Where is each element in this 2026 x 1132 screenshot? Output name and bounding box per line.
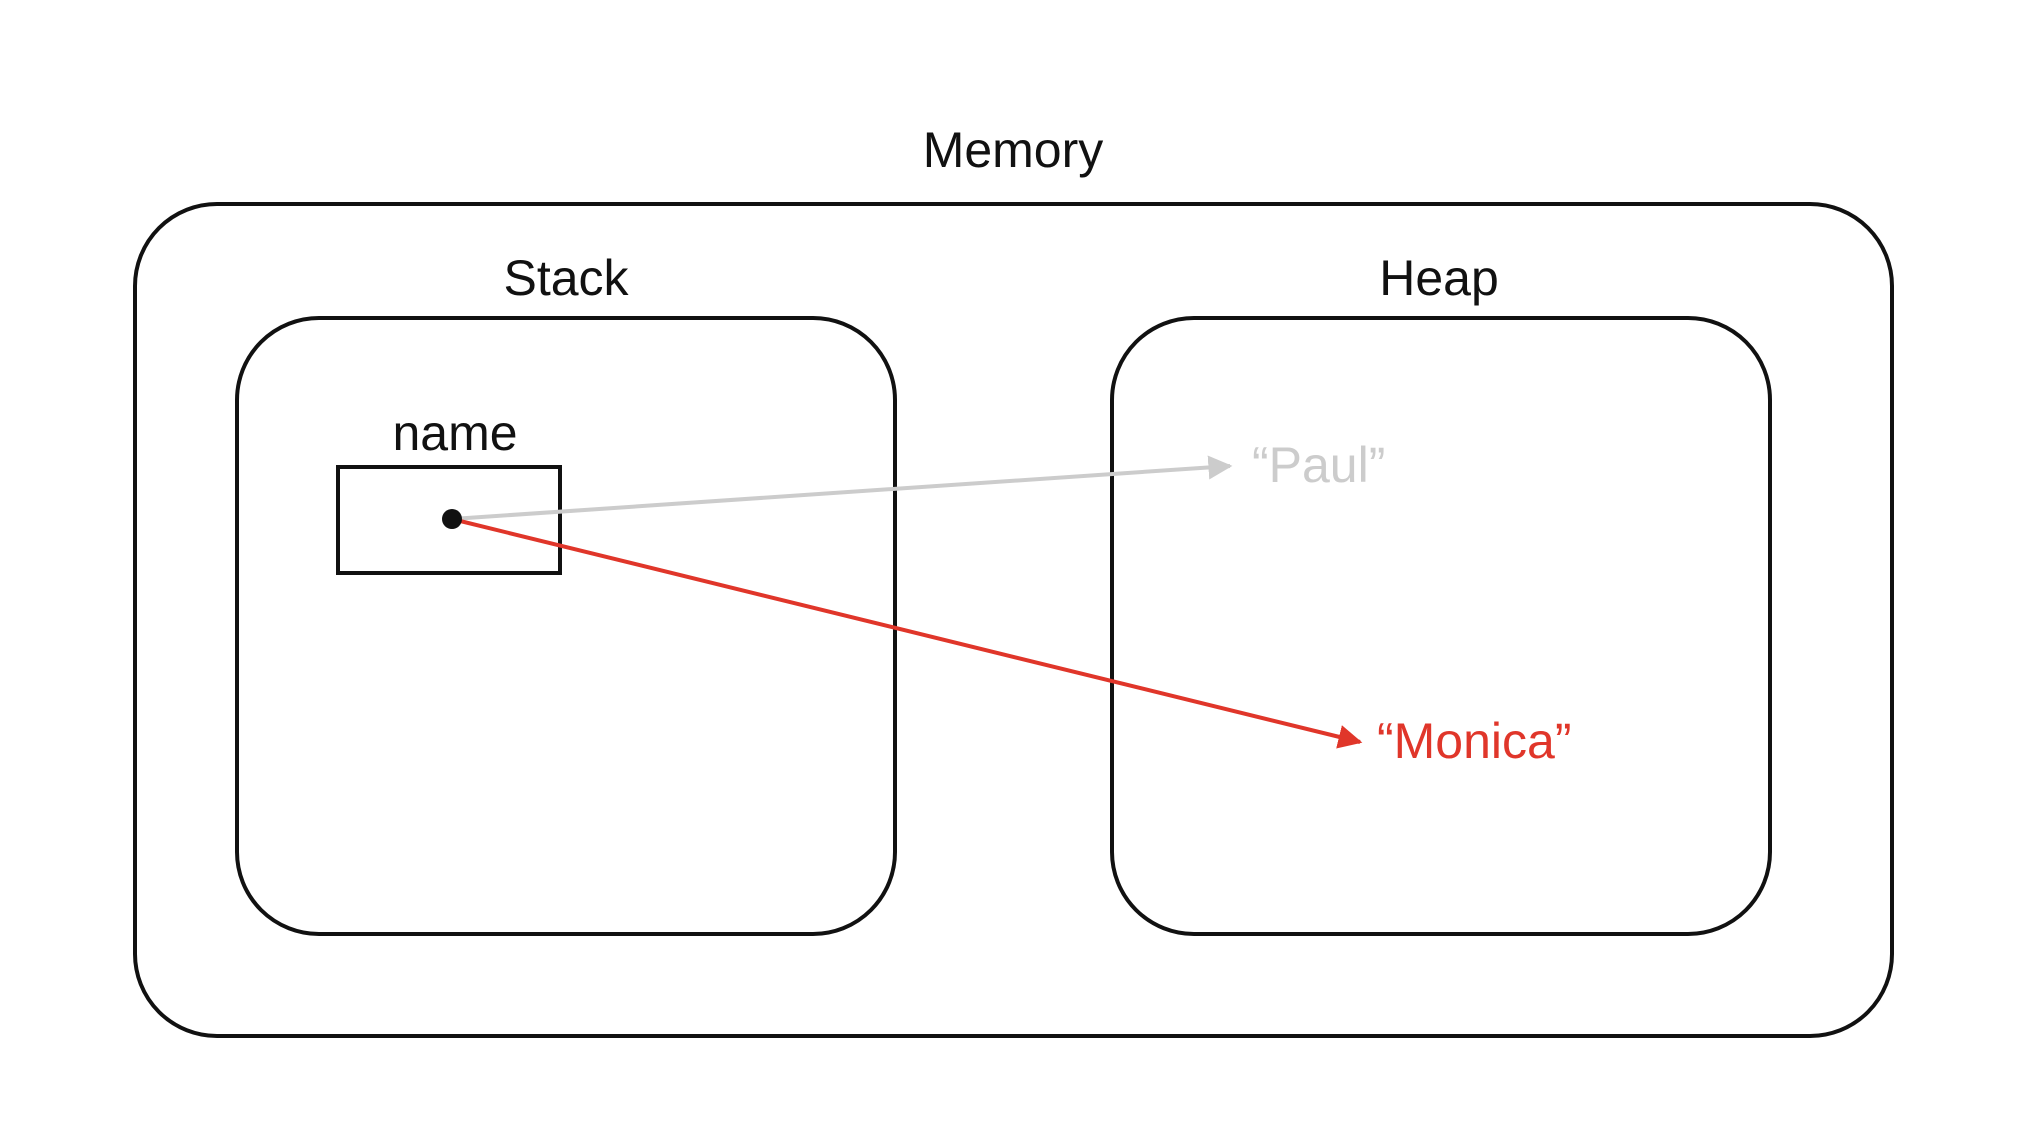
variable-cell bbox=[336, 465, 562, 575]
pointer-dot bbox=[442, 509, 462, 529]
current-value-label: “Monica” bbox=[1377, 713, 1571, 769]
variable-name-label: name bbox=[392, 405, 517, 461]
stack-title: Stack bbox=[503, 250, 629, 306]
heap-title: Heap bbox=[1379, 250, 1499, 306]
old-value-label: “Paul” bbox=[1252, 437, 1385, 493]
memory-title: Memory bbox=[923, 122, 1104, 178]
heap-box bbox=[1110, 316, 1772, 936]
old-reference-arrow bbox=[451, 455, 1233, 521]
stack-box bbox=[235, 316, 897, 936]
current-reference-arrow bbox=[451, 517, 1363, 749]
memory-box bbox=[133, 202, 1894, 1038]
